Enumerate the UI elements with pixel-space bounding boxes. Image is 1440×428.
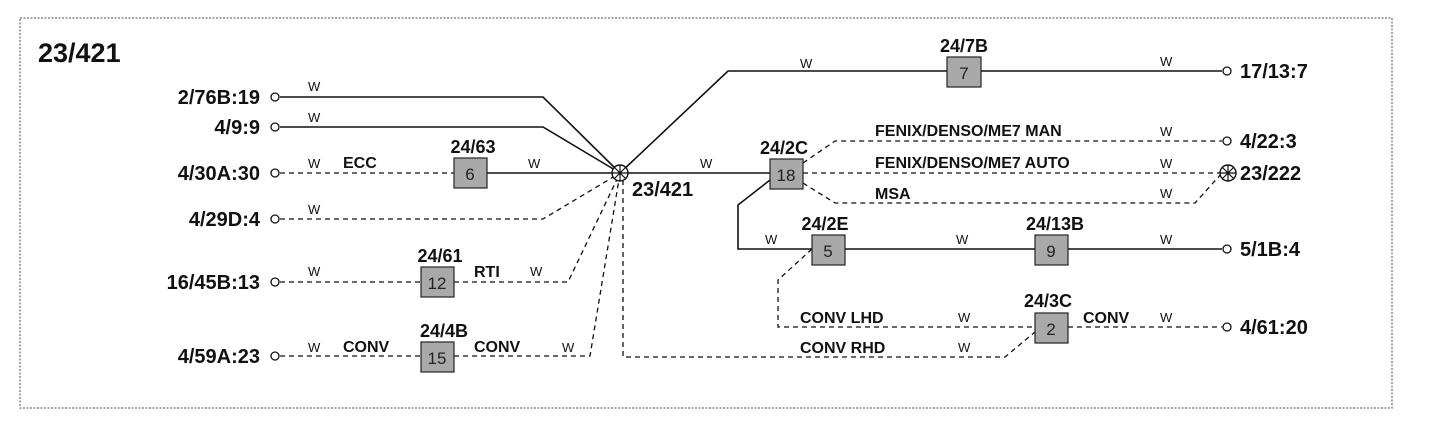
component-15[interactable]: 15 24/4B xyxy=(420,321,468,373)
component-ref: 24/4B xyxy=(420,321,468,341)
component-ref: 24/63 xyxy=(450,137,495,157)
terminal-label-right: 4/61:20 xyxy=(1240,317,1308,339)
terminals xyxy=(270,66,1232,361)
wire-color-label: W xyxy=(1160,124,1173,139)
component-ref: 24/13B xyxy=(1026,214,1084,234)
wire-comp-15-hub xyxy=(454,172,621,357)
terminal-dot xyxy=(270,92,280,102)
label-ecc: ECC xyxy=(343,155,377,172)
wire-conv-rhd xyxy=(622,180,1036,358)
wire-color-labels: W W W W W W W W W W W W W W W W W W W W … xyxy=(308,54,1173,355)
component-number: 9 xyxy=(1046,242,1055,261)
terminal-label-left: 16/45B:13 xyxy=(167,272,260,294)
component-ref: 24/3C xyxy=(1024,291,1072,311)
wire-4-29d-4 xyxy=(280,172,621,220)
label-fenix-man: FENIX/DENSO/ME7 MAN xyxy=(875,123,1062,140)
wire-fenix-man xyxy=(802,140,1222,164)
terminal-label-right: 5/1B:4 xyxy=(1240,239,1301,261)
wire-color-label: W xyxy=(1160,232,1173,247)
wire-color-label: W xyxy=(308,156,321,171)
wire-color-label: W xyxy=(1160,156,1173,171)
wire-hub-comp-7 xyxy=(619,70,947,174)
label-conv: CONV xyxy=(474,339,521,356)
label-msa: MSA xyxy=(875,186,911,203)
component-5[interactable]: 5 24/2E xyxy=(801,214,849,266)
wire-comp-18-comp-5 xyxy=(737,179,812,250)
wire-color-label: W xyxy=(528,156,541,171)
wire-color-label: W xyxy=(308,340,321,355)
wire-color-label: W xyxy=(1160,54,1173,69)
wire-comp-12-hub xyxy=(454,172,621,283)
diagram-title: 23/421 xyxy=(38,38,121,68)
component-number: 12 xyxy=(428,274,447,293)
terminal-label-right: 23/222 xyxy=(1240,163,1301,185)
wire-color-label: W xyxy=(700,156,713,171)
terminal-dot xyxy=(270,277,280,287)
terminal-dot xyxy=(270,122,280,132)
component-6[interactable]: 6 24/63 xyxy=(450,137,496,189)
wire-color-label: W xyxy=(308,264,321,279)
wire-color-label: W xyxy=(765,232,778,247)
component-number: 15 xyxy=(428,349,447,368)
terminal-label-left: 4/59A:23 xyxy=(178,346,260,368)
component-number: 18 xyxy=(777,166,796,185)
label-conv: CONV xyxy=(343,339,390,356)
diagram-frame xyxy=(19,17,1393,409)
label-fenix-auto: FENIX/DENSO/ME7 AUTO xyxy=(875,155,1070,172)
terminal-label-left: 4/9:9 xyxy=(214,117,260,139)
component-number: 5 xyxy=(823,242,832,261)
wire-color-label: W xyxy=(1160,186,1173,201)
component-2[interactable]: 2 24/3C xyxy=(1024,291,1072,344)
label-conv: CONV xyxy=(1083,310,1130,327)
component-number: 2 xyxy=(1046,320,1055,339)
terminal-label-left: 4/29D:4 xyxy=(189,209,261,231)
component-number: 6 xyxy=(465,165,474,184)
component-number: 7 xyxy=(959,64,968,83)
terminal-label-right: 4/22:3 xyxy=(1240,131,1297,153)
wire-color-label: W xyxy=(800,56,813,71)
component-7[interactable]: 7 24/7B xyxy=(940,36,988,88)
terminal-dot xyxy=(270,214,280,224)
component-ref: 24/2C xyxy=(760,138,808,158)
component-12[interactable]: 12 24/61 xyxy=(417,246,463,298)
terminal-label-right: 17/13:7 xyxy=(1240,61,1308,83)
terminal-dot xyxy=(270,351,280,361)
wire-color-label: W xyxy=(308,79,321,94)
terminal-label-left: 2/76B:19 xyxy=(178,87,260,109)
component-9[interactable]: 9 24/13B xyxy=(1026,214,1084,266)
terminal-dot xyxy=(1222,66,1232,76)
hub-splice-icon xyxy=(611,164,629,182)
component-ref: 24/2E xyxy=(801,214,848,234)
label-conv-lhd: CONV LHD xyxy=(800,310,884,327)
terminal-dot xyxy=(270,168,280,178)
wire-2-76b-19 xyxy=(280,96,621,174)
wire-4-9-9 xyxy=(280,126,621,174)
terminal-dot xyxy=(1222,322,1232,332)
wire-color-label: W xyxy=(956,232,969,247)
wire-color-label: W xyxy=(562,340,575,355)
component-ref: 24/7B xyxy=(940,36,988,56)
hub-label: 23/421 xyxy=(632,179,693,201)
component-18[interactable]: 18 24/2C xyxy=(760,138,808,190)
wire-color-label: W xyxy=(530,264,543,279)
wire-color-label: W xyxy=(958,310,971,325)
terminal-dot xyxy=(1222,244,1232,254)
splice-23-222-icon xyxy=(1219,164,1237,182)
wire-color-label: W xyxy=(958,340,971,355)
wires xyxy=(280,70,1223,358)
terminal-dot xyxy=(1222,136,1232,146)
wire-color-label: W xyxy=(308,110,321,125)
label-rti: RTI xyxy=(474,264,500,281)
component-ref: 24/61 xyxy=(417,246,462,266)
label-conv-rhd: CONV RHD xyxy=(800,340,885,357)
wire-color-label: W xyxy=(308,202,321,217)
wire-color-label: W xyxy=(1160,310,1173,325)
wire-msa xyxy=(802,172,1223,204)
terminal-label-left: 4/30A:30 xyxy=(178,163,260,185)
